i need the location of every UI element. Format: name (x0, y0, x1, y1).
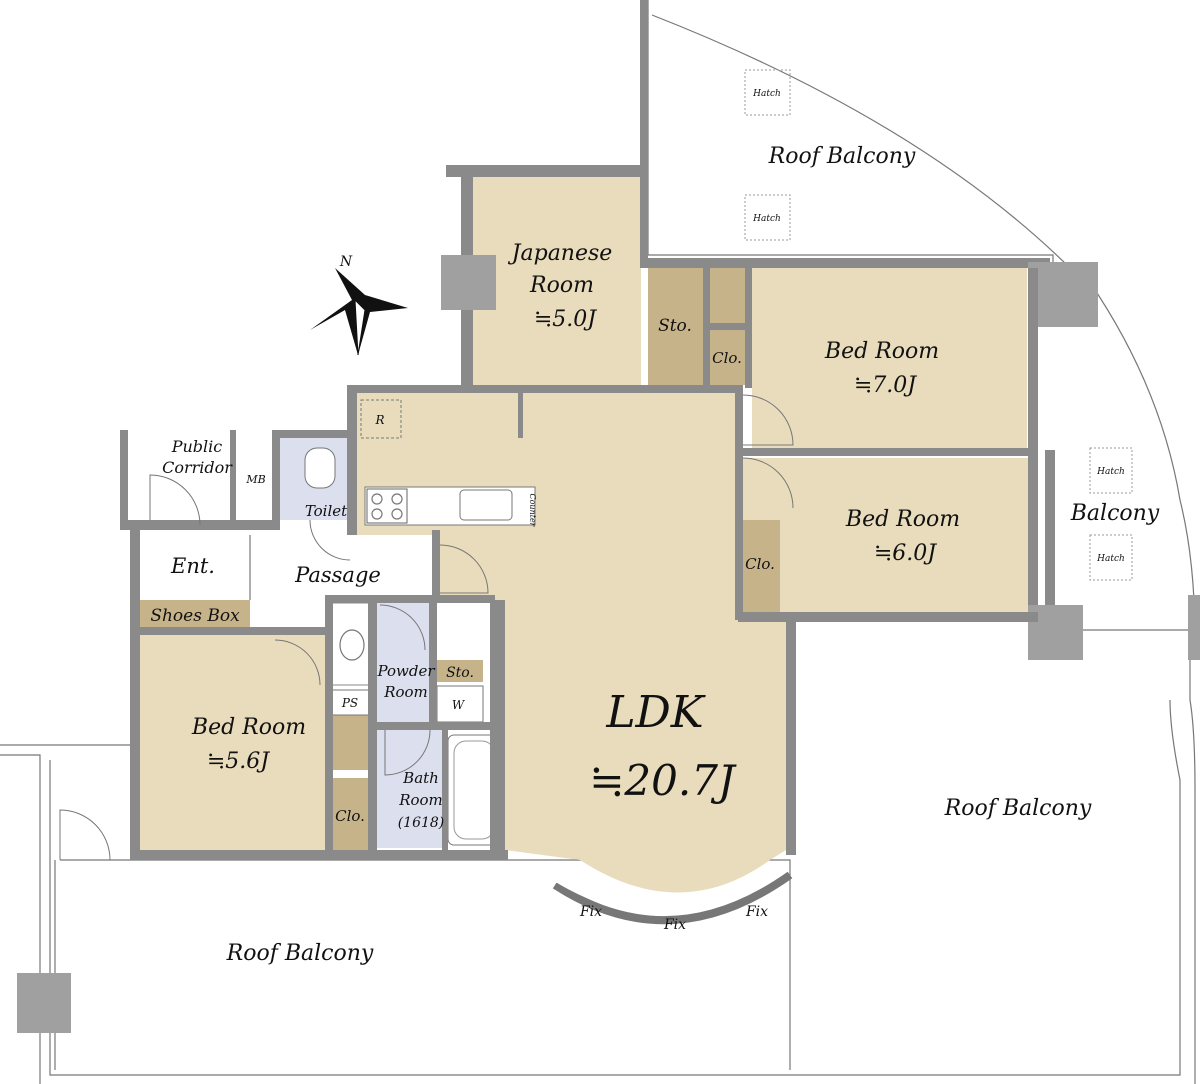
bath-room-label-3: (1618) (398, 815, 445, 831)
shoes-box-label: Shoes Box (150, 606, 240, 626)
washer-label: W (452, 698, 466, 712)
bed-room-1-size: ≒7.0J (854, 373, 917, 398)
toilet-bowl (304, 447, 336, 489)
storage-powder-label: Sto. (446, 665, 474, 681)
balcony-label: Balcony (1070, 501, 1160, 526)
fix-window-label-2: Fix (663, 917, 686, 933)
bath-room-floor (377, 730, 442, 848)
hatch-group (744, 69, 1133, 581)
closet-bed2 (742, 520, 780, 612)
public-corridor-label-1: Public (171, 437, 223, 456)
bed-room-2-label: Bed Room (845, 507, 960, 532)
storage-japanese-label: Sto. (658, 316, 692, 336)
refrigerator (360, 399, 402, 439)
roof-balcony-bottom-label: Roof Balcony (226, 941, 374, 966)
door-swings (59, 394, 794, 861)
hatch-label-3: Hatch (1096, 467, 1125, 477)
bed-room-2-size: ≒6.0J (874, 541, 937, 566)
powder-room-label-1: Powder (376, 662, 435, 680)
roof-balcony-right-label: Roof Balcony (944, 796, 1092, 821)
closet-bed3-bottom (333, 778, 368, 850)
closet-bed1-bottom (710, 330, 745, 385)
storage-powder (437, 660, 483, 682)
closet-bed3-label: Clo. (335, 807, 365, 825)
public-corridor-label-2: Corridor (162, 458, 233, 477)
balcony-outline (1080, 595, 1200, 660)
fix-window-label-3: Fix (745, 904, 768, 920)
passage-label: Passage (294, 563, 381, 587)
japanese-room-label-1: Japanese (508, 241, 613, 266)
closet-bed2-label: Clo. (745, 555, 775, 573)
washer (436, 685, 484, 723)
bed-room-3-label: Bed Room (191, 715, 306, 740)
kitchen-sink (459, 489, 513, 521)
vanity (329, 602, 376, 686)
closet-bed1-top (710, 268, 745, 323)
toilet-label: Toilet (305, 502, 348, 520)
japanese-room-floor (473, 177, 641, 385)
bed-room-2-floor (738, 458, 1028, 613)
fix-window-label-1: Fix (579, 904, 602, 920)
bath-room-label-2: Room (398, 791, 443, 809)
storage-japanese (648, 268, 703, 385)
walls (120, 0, 1098, 860)
japanese-room-label-2: Room (529, 273, 594, 298)
hatch-label-2: Hatch (752, 214, 781, 224)
compass-icon (310, 268, 408, 356)
powder-room-floor (377, 603, 429, 723)
bath-room-label-1: Bath (402, 769, 439, 787)
hatch-label-1: Hatch (752, 89, 781, 99)
shoes-box (140, 600, 250, 627)
ldk-size: ≒20.7J (589, 756, 737, 805)
bed-room-3-floor (140, 635, 325, 850)
mb-label: MB (245, 473, 265, 486)
refrigerator-label: R (374, 413, 384, 427)
hatch-label-4: Hatch (1096, 554, 1125, 564)
closet-bed1-label: Clo. (712, 349, 742, 367)
counter-label: Counter (528, 493, 537, 527)
ldk-label: LDK (605, 687, 705, 738)
bay-window (552, 871, 793, 925)
japanese-room-size: ≒5.0J (534, 307, 597, 332)
bed-room-1-floor (752, 268, 1027, 448)
bed-room-3-size: ≒5.6J (207, 749, 270, 774)
ps-label: PS (341, 696, 358, 710)
roof-balcony-top-label: Roof Balcony (768, 144, 916, 169)
bed-room-1-label: Bed Room (824, 339, 939, 364)
powder-room-label-2: Room (383, 683, 428, 701)
north-label: N (339, 254, 353, 270)
entrance-label: Ent. (170, 554, 215, 578)
